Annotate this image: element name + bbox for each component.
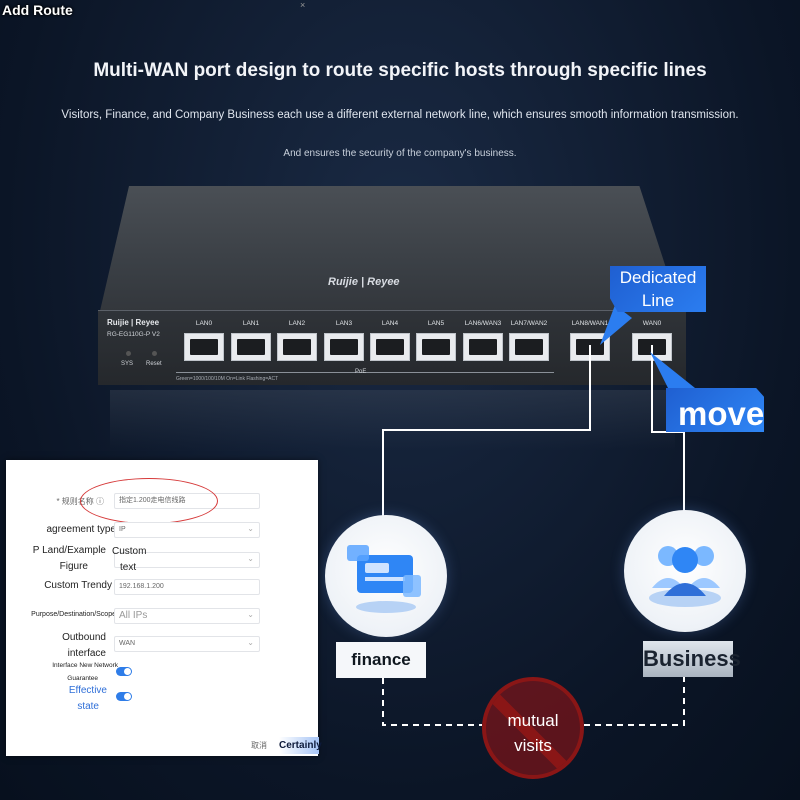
business-people-icon: [649, 546, 721, 607]
match-type-label-2: Figure: [59, 561, 88, 572]
port-label: LAN8/WAN1: [571, 320, 609, 327]
effective-label-2: state: [77, 701, 99, 712]
business-bubble: [624, 510, 746, 632]
purpose-label: Purpose/Destination/Scope: [31, 611, 116, 618]
guarantee-label: Interface New Network: [52, 662, 118, 669]
close-icon[interactable]: ×: [300, 0, 306, 10]
match-type-value-2: text: [120, 562, 137, 573]
outbound-label-2: interface: [67, 648, 106, 659]
led-legend: Green=1000/100/10M On=Link Flashing=ACT: [176, 376, 279, 382]
finance-bubble: [325, 515, 447, 637]
custom-label: Custom Trendy: [44, 580, 112, 591]
callout-text: Dedicated: [619, 268, 697, 287]
move-callout: [666, 388, 764, 432]
router-front-brand: Ruijie | Reyee: [107, 318, 160, 327]
outbound-select[interactable]: WAN: [114, 636, 260, 652]
effective-toggle[interactable]: [116, 692, 132, 701]
poe-divider: [176, 372, 554, 373]
callout-text: Line: [641, 291, 675, 310]
router-brand-logo: Ruijie | Reyee: [328, 276, 400, 288]
match-type-label: P Land/Example: [32, 545, 106, 556]
cancel-button[interactable]: 取消: [251, 741, 267, 750]
guarantee-toggle[interactable]: [116, 667, 132, 676]
move-callout-text: move: [678, 395, 765, 432]
router-model: RG-EG110G-P V2: [107, 331, 160, 338]
router-reflection: [110, 390, 675, 450]
ethernet-port: [509, 333, 549, 361]
effective-label: Effective: [68, 685, 107, 696]
custom-ip-input[interactable]: 192.168.1.200: [114, 579, 260, 595]
outbound-label: Outbound: [62, 632, 106, 643]
port-label: LAN3: [335, 320, 353, 327]
reset-button-icon: [152, 351, 157, 356]
port-label: LAN5: [427, 320, 445, 327]
confirm-button[interactable]: Certainly: [279, 737, 322, 754]
port-label: WAN0: [642, 320, 662, 327]
highlight-circle: [80, 478, 218, 524]
mutual-line: mutual: [507, 711, 559, 730]
visits-line: visits: [514, 736, 552, 755]
sys-label: SYS: [121, 361, 134, 367]
ethernet-port: [463, 333, 503, 361]
ethernet-port: [416, 333, 456, 361]
page-subtitle-secondary: And ensures the security of the company'…: [283, 148, 517, 159]
guarantee-label-2: Guarantee: [67, 675, 98, 682]
business-label: Business: [643, 641, 741, 677]
match-type-select[interactable]: [114, 552, 260, 568]
port-label: LAN7/WAN2: [510, 320, 548, 327]
ethernet-port: [184, 333, 224, 361]
port-label: LAN0: [195, 320, 213, 327]
ethernet-port: [370, 333, 410, 361]
page-headline: Multi-WAN port design to route specific …: [93, 60, 707, 81]
dialog-title: Add Route: [2, 2, 73, 18]
finance-label: finance: [336, 642, 426, 678]
purpose-select[interactable]: All IPs: [114, 608, 260, 624]
protocol-select[interactable]: IP: [114, 522, 260, 538]
port-label: LAN6/WAN3: [464, 320, 502, 327]
page-subtitle: Visitors, Finance, and Company Business …: [61, 109, 739, 121]
finance-screen-icon: [347, 545, 421, 613]
sys-led-icon: [126, 351, 131, 356]
ethernet-port: [324, 333, 364, 361]
mutual-visits-text: mutual visits: [486, 708, 580, 758]
protocol-label: agreement type: [46, 524, 117, 535]
router-top-panel: [100, 186, 680, 311]
poe-label: PoE: [355, 369, 367, 375]
port-label: LAN4: [381, 320, 399, 327]
dedicated-line-callout: Dedicated Line: [610, 266, 706, 312]
port-label: LAN1: [242, 320, 260, 327]
port-label: LAN2: [288, 320, 306, 327]
mutual-visits-forbidden-icon: mutual visits: [482, 677, 584, 779]
ethernet-port: [277, 333, 317, 361]
match-type-value: Custom: [112, 546, 147, 557]
reset-label: Reset: [146, 361, 162, 367]
ethernet-port: [231, 333, 271, 361]
